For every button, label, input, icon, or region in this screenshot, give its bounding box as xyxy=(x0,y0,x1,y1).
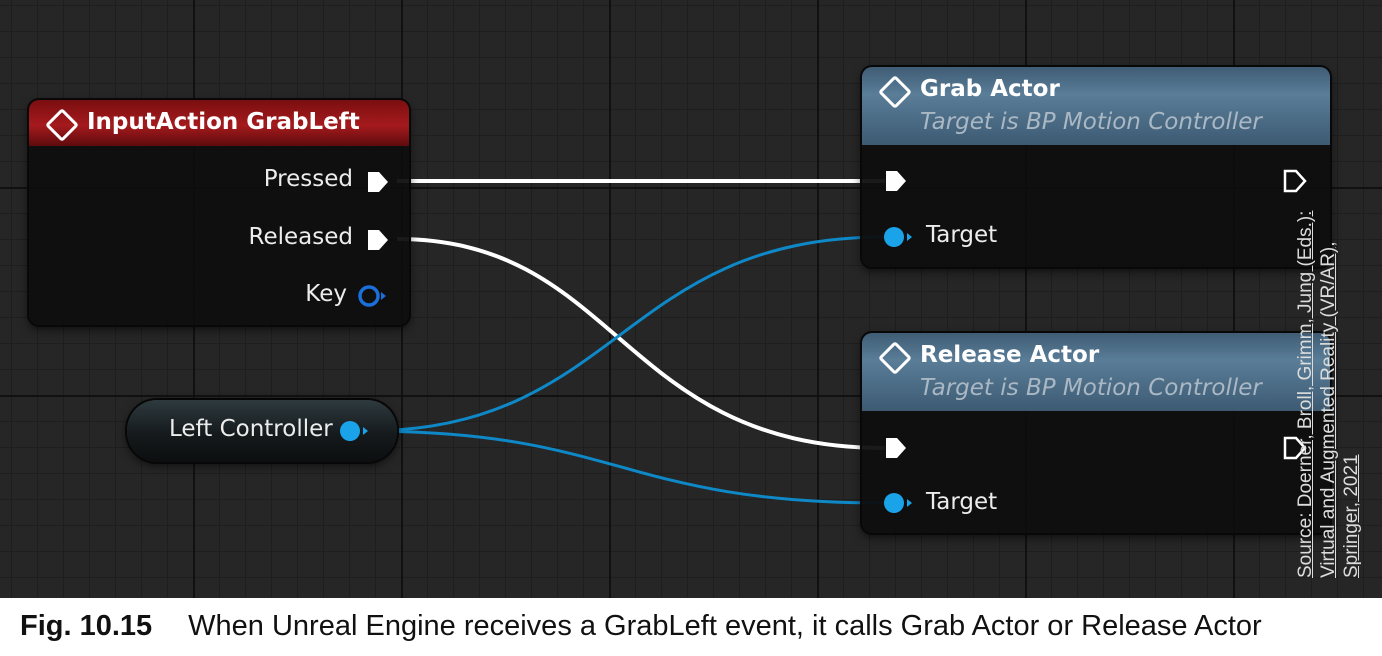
exec-out-pin-icon[interactable] xyxy=(1282,168,1308,194)
key-pin-label: Key xyxy=(305,281,347,307)
node-header: InputAction GrabLeft xyxy=(29,100,409,146)
wire-released-to-release xyxy=(396,237,886,450)
variable-label: Left Controller xyxy=(169,416,333,442)
wire-layer xyxy=(364,179,886,505)
figure-number: Fig. 10.15 xyxy=(20,610,153,642)
target-pin-label: Target xyxy=(926,222,998,248)
function-diamond-icon xyxy=(878,341,912,375)
node-header: Grab Actor Target is BP Motion Controlle… xyxy=(862,67,1330,145)
pressed-exec-pin-icon[interactable] xyxy=(365,169,391,195)
released-exec-pin-icon[interactable] xyxy=(365,227,391,253)
exec-in-pin-icon[interactable] xyxy=(883,168,909,194)
input-action-node[interactable]: InputAction GrabLeft Pressed Released Ke… xyxy=(29,100,409,325)
node-title: Release Actor xyxy=(920,342,1100,368)
released-pin-label: Released xyxy=(248,224,353,250)
function-diamond-icon xyxy=(878,75,912,109)
event-diamond-icon xyxy=(45,108,79,142)
grab-actor-node[interactable]: Grab Actor Target is BP Motion Controlle… xyxy=(862,67,1330,267)
node-title: Grab Actor xyxy=(920,76,1060,102)
caption-text: When Unreal Engine receives a GrabLeft e… xyxy=(188,610,1262,642)
exec-out-pin-icon[interactable] xyxy=(1282,435,1308,461)
node-subtitle: Target is BP Motion Controller xyxy=(920,375,1262,401)
watermark-line-3: Springer, 2021 xyxy=(1341,454,1362,578)
figure-caption: Fig. 10.15 When Unreal Engine receives a … xyxy=(20,610,1370,643)
node-header: Release Actor Target is BP Motion Contro… xyxy=(862,333,1330,411)
target-pin-label: Target xyxy=(926,489,998,515)
watermark-line-2: Virtual and Augmented Reality (VR/AR), xyxy=(1318,241,1339,578)
key-struct-pin-icon[interactable] xyxy=(356,283,390,309)
release-actor-node[interactable]: Release Actor Target is BP Motion Contro… xyxy=(862,333,1330,533)
left-controller-variable-node[interactable]: Left Controller xyxy=(127,400,397,462)
exec-in-pin-icon[interactable] xyxy=(883,435,909,461)
variable-output-pin-icon[interactable] xyxy=(337,418,373,444)
wire-controller-to-grab-target xyxy=(364,235,886,433)
watermark-line-1: Source: Doerner, Broll, Grimm, Jung (Eds… xyxy=(1295,210,1316,578)
target-pin-icon[interactable] xyxy=(881,490,917,516)
node-subtitle: Target is BP Motion Controller xyxy=(920,109,1262,135)
node-title: InputAction GrabLeft xyxy=(87,109,360,135)
blueprint-graph-canvas[interactable]: InputAction GrabLeft Pressed Released Ke… xyxy=(0,0,1382,598)
wire-controller-to-release-target xyxy=(364,429,886,505)
pressed-pin-label: Pressed xyxy=(263,166,353,192)
target-pin-icon[interactable] xyxy=(881,224,917,250)
